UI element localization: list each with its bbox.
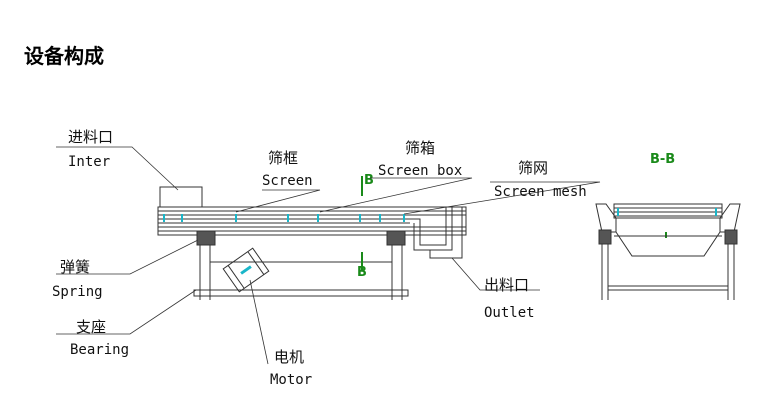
page-title: 设备构成 bbox=[24, 44, 104, 68]
leader-lines bbox=[56, 146, 601, 365]
outlet-chute bbox=[410, 207, 447, 246]
label-screen-mesh-en: Screen mesh bbox=[494, 184, 587, 200]
label-screen-frame-cn: 筛框 bbox=[268, 149, 298, 167]
section-marker-bottom: B bbox=[357, 265, 367, 280]
section-view-title: B-B bbox=[650, 152, 675, 167]
label-inlet-en: Inter bbox=[68, 154, 110, 170]
label-screen-mesh-cn: 筛网 bbox=[518, 159, 548, 177]
side-view bbox=[157, 176, 467, 300]
section-spring-right bbox=[724, 229, 738, 245]
label-spring-en: Spring bbox=[52, 284, 103, 300]
label-outlet-cn: 出料口 bbox=[484, 276, 529, 294]
motor-body bbox=[222, 247, 270, 293]
label-motor-cn: 电机 bbox=[274, 348, 304, 366]
section-marker-top: B bbox=[364, 173, 374, 188]
screen-mesh-marks bbox=[163, 214, 405, 222]
section-view bbox=[595, 203, 741, 300]
inlet-box bbox=[159, 186, 203, 208]
label-motor-en: Motor bbox=[270, 372, 312, 388]
section-spring-left bbox=[598, 229, 612, 245]
screen-body bbox=[157, 206, 467, 236]
label-outlet-en: Outlet bbox=[484, 305, 535, 321]
label-screen-box-en: Screen box bbox=[378, 163, 462, 179]
label-screen-box-cn: 筛箱 bbox=[405, 139, 435, 157]
label-bearing-cn: 支座 bbox=[76, 318, 106, 336]
label-spring-cn: 弹簧 bbox=[60, 258, 90, 276]
spring-left bbox=[196, 230, 216, 246]
base-frame bbox=[193, 289, 409, 297]
spring-right bbox=[386, 230, 406, 246]
label-bearing-en: Bearing bbox=[70, 342, 129, 358]
label-inlet-cn: 进料口 bbox=[68, 128, 113, 146]
label-screen-frame-en: Screen bbox=[262, 173, 313, 189]
